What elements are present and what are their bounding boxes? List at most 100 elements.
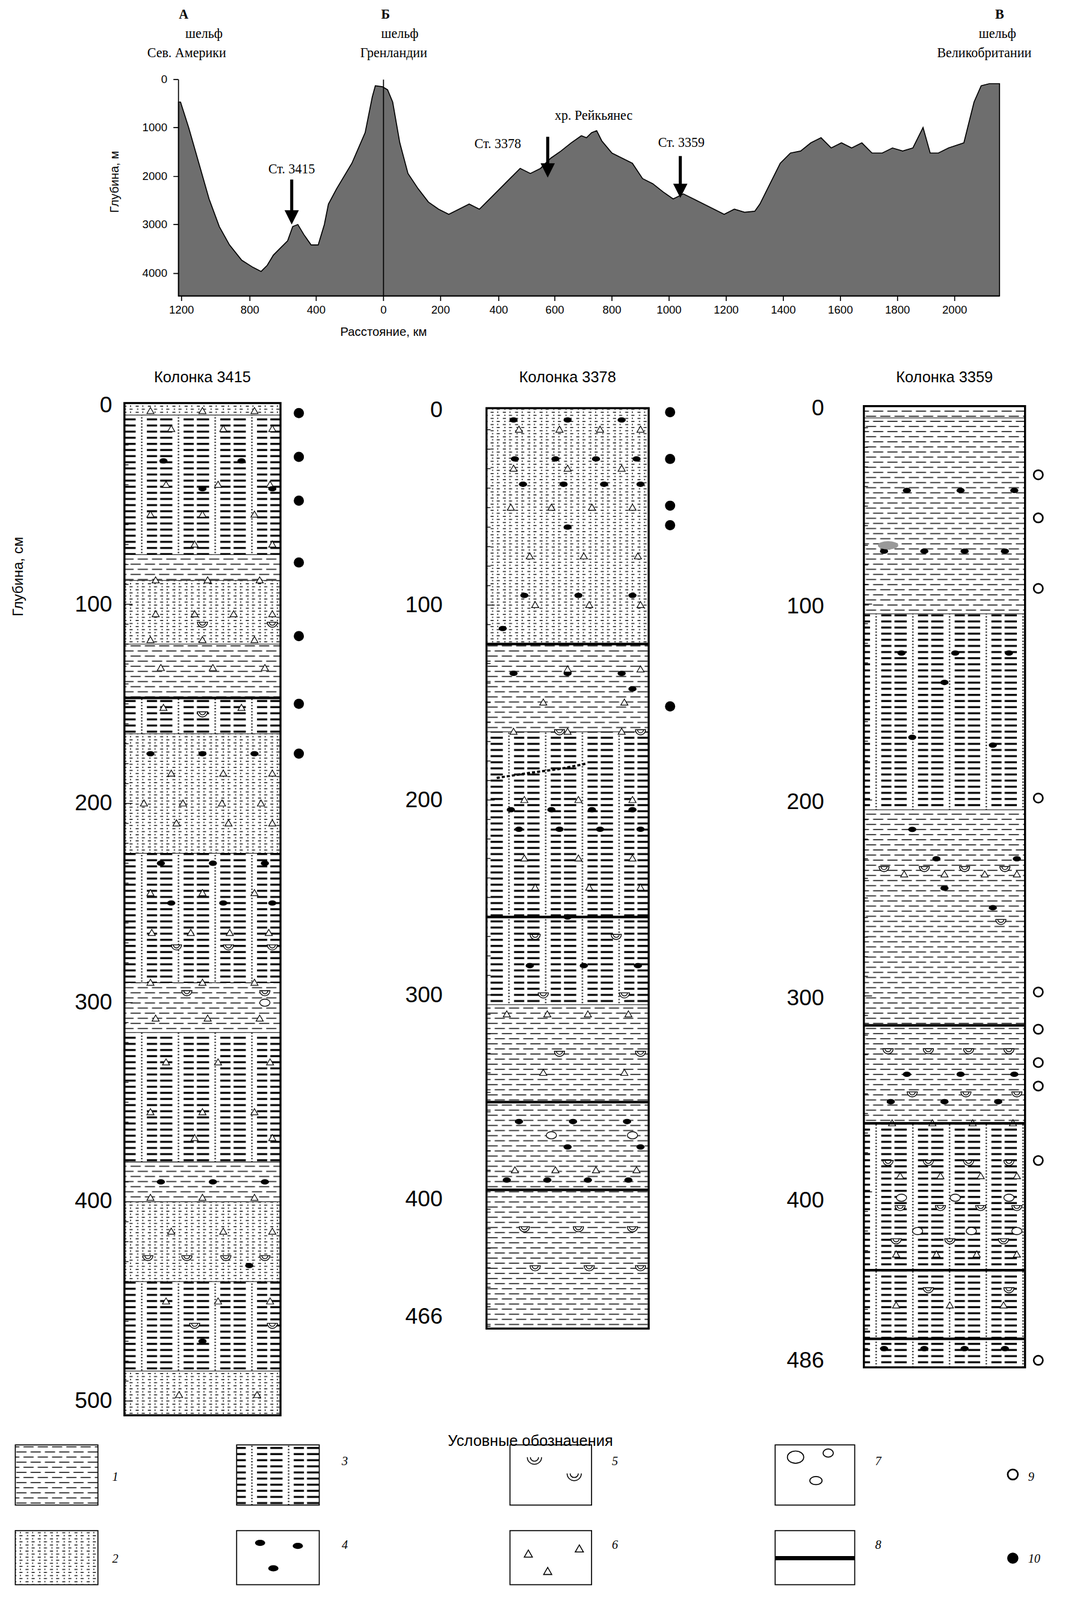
core-mark	[882, 1048, 893, 1053]
sample-point	[293, 630, 304, 641]
core-mark	[1000, 548, 1010, 554]
legend-number: 6	[611, 1537, 618, 1551]
core-mark	[636, 1143, 646, 1150]
legend-number-wrap: 1	[111, 1469, 118, 1482]
lithology-layer	[124, 1201, 281, 1281]
depth-label: 500	[74, 1387, 112, 1413]
core-mark	[250, 407, 259, 414]
core-mark	[963, 1048, 974, 1053]
depth-label: 0	[430, 397, 443, 423]
core-mark	[146, 978, 155, 985]
tick-label: 3000	[142, 217, 168, 231]
depth-label-wrap: 200	[74, 791, 112, 814]
core-mark	[864, 1269, 1026, 1271]
core-mark	[219, 425, 227, 432]
sample-point	[293, 557, 304, 568]
depth-label-wrap: 300	[74, 990, 112, 1013]
core-mark	[167, 1227, 176, 1234]
depth-label: 300	[74, 988, 112, 1014]
depth-label: 300	[786, 984, 824, 1010]
core-mark	[148, 928, 156, 936]
lithology-layer	[124, 697, 281, 734]
core-mark	[203, 1014, 212, 1021]
core-mark	[633, 962, 642, 969]
core-mark	[486, 1187, 650, 1191]
region-label-wrap: Сев. Америки	[147, 46, 227, 60]
core-mark	[537, 992, 549, 997]
core-mark	[628, 503, 636, 510]
core-mark	[627, 1131, 638, 1139]
core-mark	[595, 826, 605, 832]
core-mark	[935, 1205, 946, 1210]
core-mark	[260, 860, 269, 866]
sample-point	[293, 698, 304, 709]
core-mark	[520, 592, 529, 599]
core-mark	[907, 1091, 918, 1097]
tick-label-wrap: 1200	[713, 304, 739, 316]
core-mark	[256, 1014, 264, 1021]
core-mark	[574, 796, 582, 803]
core-mark	[198, 750, 207, 757]
lithology-layer	[124, 554, 281, 581]
core-mark	[895, 1205, 906, 1210]
core-mark	[563, 1143, 573, 1150]
depth-label-wrap: 100	[74, 592, 112, 615]
core-mark	[530, 933, 541, 939]
core-mark	[250, 1108, 259, 1115]
core-mark	[208, 1178, 218, 1185]
core-mark	[1003, 1193, 1014, 1201]
core-outline	[124, 403, 281, 1416]
tick-label-wrap: 1000	[656, 304, 682, 316]
core-mark	[250, 1193, 259, 1200]
tick-label-wrap: 400	[489, 304, 508, 316]
core-mark	[525, 962, 535, 969]
core-mark	[628, 685, 637, 692]
core-mark	[891, 1238, 902, 1244]
core-mark	[596, 425, 604, 433]
core-mark	[1013, 870, 1021, 877]
core-mark	[585, 601, 593, 608]
core-mark	[486, 916, 650, 917]
core-mark	[628, 854, 636, 861]
core-mark	[199, 1108, 207, 1115]
lithology-layer	[864, 1269, 1026, 1339]
core-mark	[563, 728, 571, 735]
lithology-layer	[124, 1370, 281, 1415]
legend-number-wrap: 8	[874, 1537, 881, 1550]
core-mark	[167, 425, 176, 432]
core-mark	[267, 944, 278, 950]
core-mark	[632, 456, 641, 462]
core-mark	[511, 1166, 519, 1173]
core-mark	[486, 1188, 496, 1190]
core-mark	[1003, 1286, 1014, 1292]
core-mark	[146, 407, 155, 414]
core-mark	[637, 601, 645, 608]
lithology-layer	[124, 580, 281, 644]
region-label-wrap: Гренландии	[360, 46, 428, 60]
core-mark	[574, 592, 584, 599]
region-label: шельф	[380, 25, 419, 41]
core-mark	[959, 866, 970, 872]
core-mark	[622, 1118, 632, 1124]
core-mark	[864, 1190, 873, 1192]
core-mark	[531, 601, 540, 608]
core-mark	[539, 1068, 547, 1075]
core-mark	[563, 465, 571, 472]
core-mark	[530, 1265, 541, 1271]
core-mark	[214, 1297, 222, 1304]
tick-label-wrap: 1800	[885, 304, 910, 316]
tick-label: 2000	[942, 303, 967, 316]
depth-label: 0	[99, 391, 113, 417]
core-mark	[268, 900, 277, 906]
depth-label: 200	[786, 788, 824, 815]
core-mark	[580, 962, 589, 969]
core-mark	[995, 918, 1007, 924]
core-mark	[864, 1338, 1026, 1339]
core-mark	[940, 679, 949, 685]
core-mark	[167, 769, 176, 776]
depth-label: 300	[404, 981, 443, 1007]
legend-number: 1	[111, 1469, 118, 1483]
core-mark	[998, 1238, 1009, 1244]
sample-point	[1033, 986, 1043, 996]
